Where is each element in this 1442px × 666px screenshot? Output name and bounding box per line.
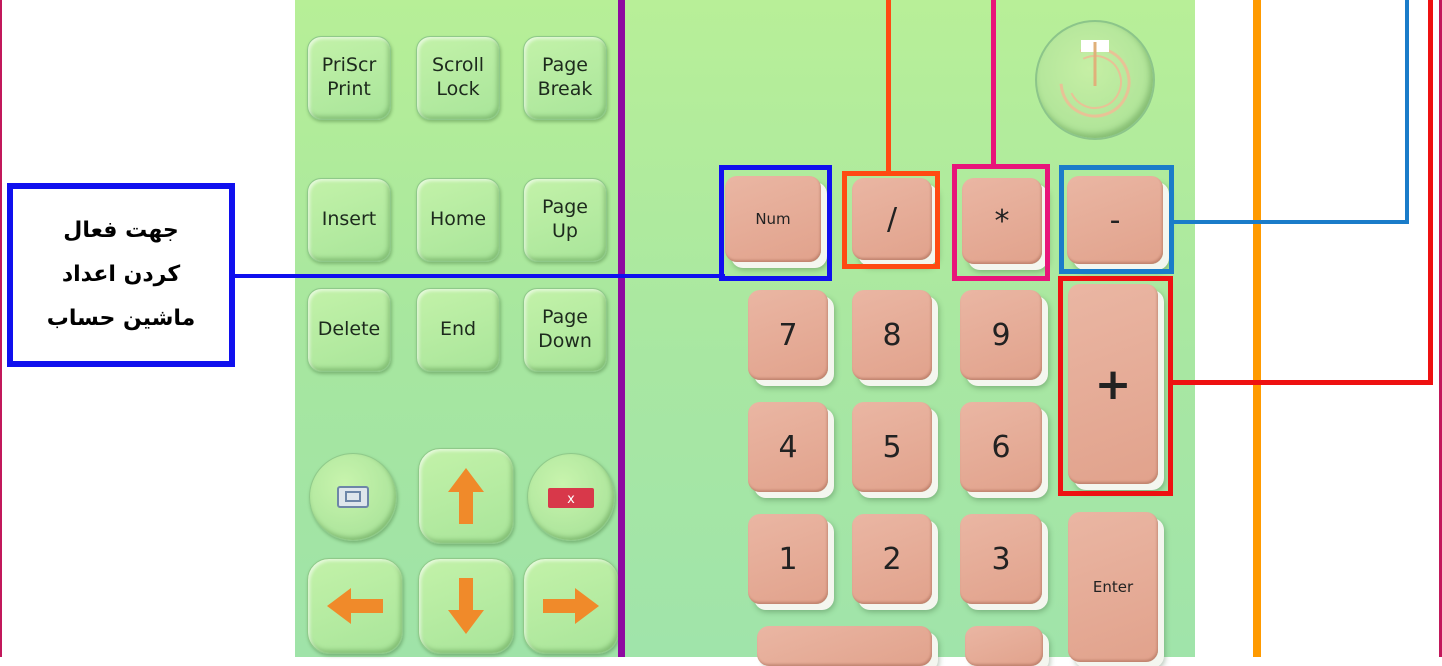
key-3[interactable]: 3 [960, 514, 1042, 604]
key-label: 9 [991, 318, 1010, 353]
orange-line [1253, 0, 1261, 657]
key-7[interactable]: 7 [748, 290, 828, 380]
num-lock-highlight [719, 165, 832, 281]
arrow-down-key[interactable] [418, 558, 514, 654]
home-key[interactable]: Home [416, 178, 500, 262]
minus-highlight [1059, 165, 1174, 274]
key-label: Enter [1093, 578, 1133, 596]
arrow-right-icon [541, 586, 601, 626]
key-4[interactable]: 4 [748, 402, 828, 492]
key-label: Delete [318, 318, 380, 342]
callout-line: ماشین حساب [47, 297, 196, 341]
close-window-button[interactable]: x [527, 453, 615, 541]
key-label: PriScr [322, 54, 377, 78]
window-mode-button[interactable] [309, 453, 397, 541]
callout-line: جهت فعال [47, 209, 196, 253]
decimal-key[interactable] [965, 626, 1043, 666]
arrow-down-icon [446, 576, 486, 636]
multiply-connector [991, 0, 996, 166]
plus-connector-horizontal [1173, 380, 1433, 385]
plus-connector-vertical [1428, 0, 1433, 385]
window-icon [310, 454, 396, 540]
key-label: 5 [882, 430, 901, 465]
insert-key[interactable]: Insert [307, 178, 391, 262]
key-label: 3 [991, 542, 1010, 577]
key-0[interactable] [757, 626, 932, 666]
enter-key[interactable]: Enter [1068, 512, 1158, 662]
key-label: 8 [882, 318, 901, 353]
arrow-right-key[interactable] [523, 558, 619, 654]
key-label: End [440, 318, 476, 342]
close-window-icon: x [528, 454, 614, 540]
delete-key[interactable]: Delete [307, 288, 391, 372]
key-1[interactable]: 1 [748, 514, 828, 604]
key-label: Down [538, 330, 592, 354]
key-label: Insert [322, 208, 377, 232]
key-label: 4 [778, 430, 797, 465]
key-label: 2 [882, 542, 901, 577]
key-5[interactable]: 5 [852, 402, 932, 492]
arrow-left-key[interactable] [307, 558, 403, 654]
key-6[interactable]: 6 [960, 402, 1042, 492]
key-2[interactable]: 2 [852, 514, 932, 604]
callout-line: کردن اعداد [47, 253, 196, 297]
key-label: Home [430, 208, 486, 232]
arrow-up-key[interactable] [418, 448, 514, 544]
key-label: Page [542, 196, 588, 220]
divide-connector [886, 0, 891, 173]
key-label: Print [322, 78, 377, 102]
key-label: Break [538, 78, 593, 102]
key-label: Lock [432, 78, 484, 102]
power-icon [1037, 22, 1153, 138]
key-8[interactable]: 8 [852, 290, 932, 380]
key-label: Up [542, 220, 588, 244]
key-label: Page [538, 54, 593, 78]
minus-connector-vertical [1405, 0, 1409, 223]
key-label: 6 [991, 430, 1010, 465]
divider-line [618, 0, 625, 657]
key-label: Scroll [432, 54, 484, 78]
end-key[interactable]: End [416, 288, 500, 372]
power-button[interactable] [1035, 20, 1155, 140]
divide-highlight [842, 171, 940, 269]
minus-connector-horizontal [1174, 220, 1409, 224]
arrow-up-icon [446, 466, 486, 526]
num-lock-callout: جهت فعال کردن اعداد ماشین حساب [7, 183, 235, 367]
plus-highlight [1058, 276, 1173, 496]
key-label: Page [538, 306, 592, 330]
key-label: 7 [778, 318, 797, 353]
num-lock-connector [235, 274, 725, 278]
multiply-highlight [952, 164, 1050, 281]
key-9[interactable]: 9 [960, 290, 1042, 380]
arrow-left-icon [325, 586, 385, 626]
key-label: 1 [778, 542, 797, 577]
svg-text:x: x [567, 492, 575, 507]
